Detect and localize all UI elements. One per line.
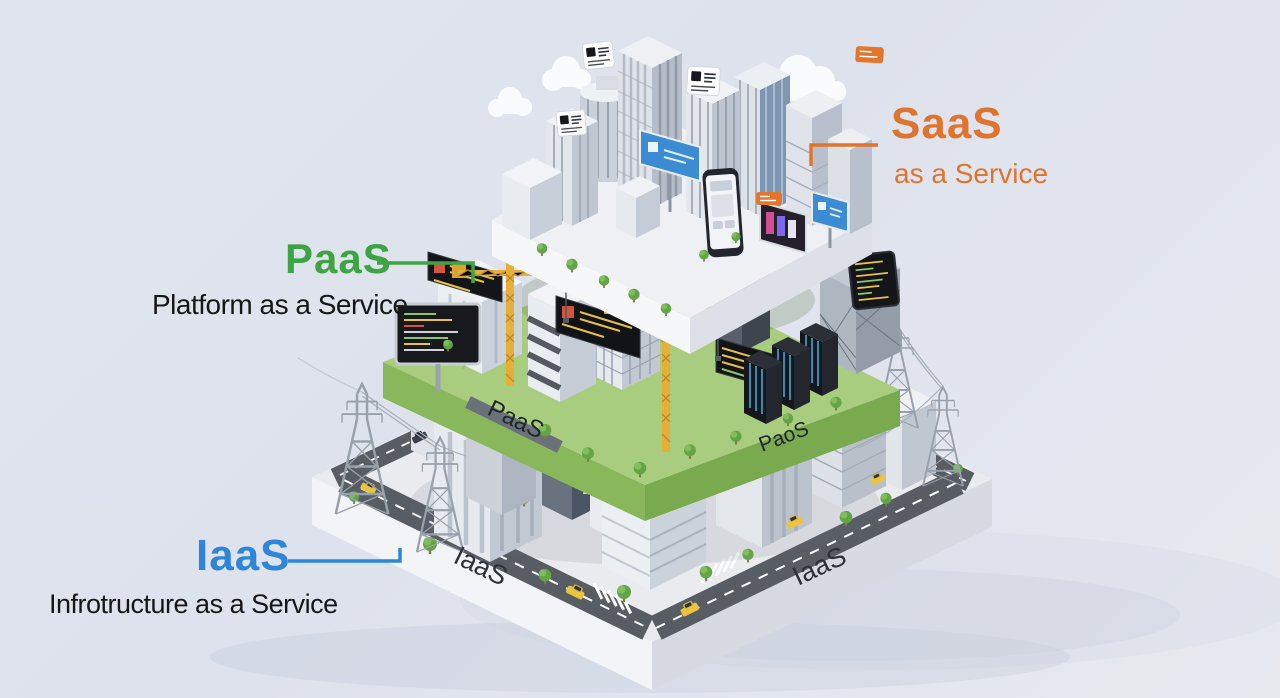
document-card [555,108,588,138]
saas-layer [488,36,884,354]
saas-label-block: SaaS as a Service [891,102,1048,188]
document-card [581,40,616,71]
iaas-title: IaaS [196,531,291,580]
saas-platform-right-face [690,218,872,354]
code-monitor [394,302,482,392]
paas-connector [377,261,475,283]
app-billboard-purple [759,200,807,255]
building [616,176,660,238]
paas-subtitle: Platform as a Service [152,289,408,320]
iaas-subtitle: Infrotructure as a Service [49,589,338,619]
cloud [542,56,591,93]
orange-sign [855,46,884,64]
building [734,62,790,216]
saas-title: SaaS [891,99,1003,148]
paas-platform-right-face [645,390,900,521]
saas-billboards [639,46,884,258]
cloud [488,87,532,118]
code-billboard [555,295,641,359]
document-card [685,65,722,97]
paas-label-block: PaaS Platform as a Service [152,238,408,319]
orange-sign [756,192,782,205]
phone-mockup [702,168,744,258]
iaas-connector [288,548,402,563]
connector-lines [288,143,878,563]
paas-title: PaaS [285,235,392,282]
iaas-label-block: IaaS Infrotructure as a Service [49,534,338,618]
saas-subtitle: as a Service [894,158,1049,189]
iaas-platform-right-face [652,479,992,690]
saas-connector [809,143,878,166]
app-billboard-blue-small [811,190,849,248]
building [502,158,562,240]
server-rack [743,350,783,425]
paas-platform-left-face [383,362,645,521]
iaas-platform-left-face [312,477,652,690]
floating-code-screen [847,250,900,311]
app-billboard-blue [639,128,701,212]
